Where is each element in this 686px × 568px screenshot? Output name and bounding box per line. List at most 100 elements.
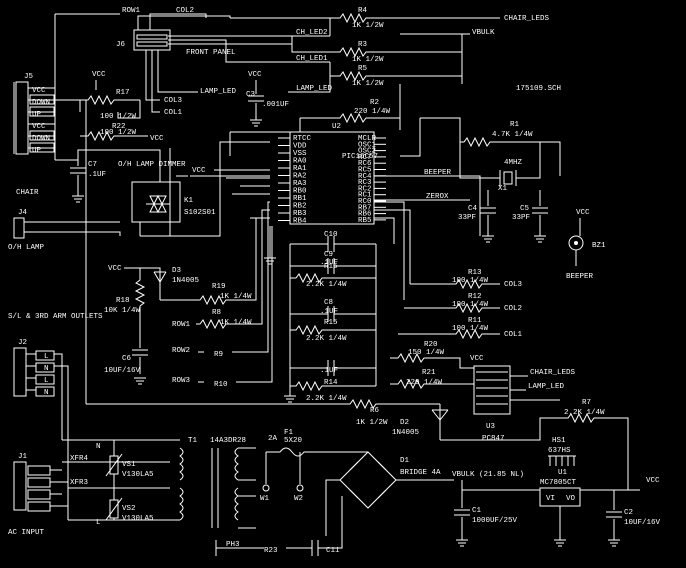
f1-fuse: 2A F1 5X20	[266, 429, 320, 457]
svg-text:R9: R9	[214, 351, 223, 359]
c12: .1UF	[290, 360, 376, 376]
svg-text:33PF: 33PF	[512, 214, 530, 222]
j6-ref: J6	[116, 41, 126, 49]
svg-text:2A: 2A	[268, 435, 278, 443]
hs1-heatsink: HS1 637HS	[548, 437, 576, 466]
u3-optocoupler: U3 PC847 CHAIR_LEDS LAMP_LED	[473, 365, 576, 443]
r17: R17 100 1/2W	[80, 89, 140, 121]
w2-jumper: W2	[294, 452, 304, 503]
r14: R14 2.2K 1/4W	[290, 379, 376, 403]
svg-text:VCC: VCC	[32, 87, 46, 95]
u2-pin-left: RB1	[293, 195, 307, 203]
svg-text:R15: R15	[324, 319, 338, 327]
svg-text:BRIDGE 4A: BRIDGE 4A	[400, 469, 441, 477]
svg-text:XFR3: XFR3	[70, 479, 89, 487]
svg-text:R13: R13	[468, 269, 482, 277]
u2-pin-left: VSS	[293, 150, 307, 158]
c5: C5 33PF	[512, 190, 548, 243]
svg-text:R1: R1	[510, 121, 520, 129]
u2-pin-right: RB7	[358, 204, 372, 212]
vs1-varistor: VS1 V130LA5	[105, 453, 154, 479]
r20: R20 150 1/4W	[390, 341, 474, 369]
u2-pin-right: OSC1	[358, 141, 377, 149]
svg-text:COL3: COL3	[504, 281, 523, 289]
svg-text:VCC: VCC	[576, 209, 590, 217]
svg-text:DOWN: DOWN	[32, 99, 50, 107]
svg-text:W2: W2	[294, 495, 303, 503]
svg-text:C2: C2	[624, 509, 633, 517]
svg-text:R11: R11	[468, 317, 482, 325]
c9: C9 .1UF	[290, 251, 376, 274]
r9: ROW2 R9	[172, 201, 270, 359]
svg-text:1N4005: 1N4005	[392, 429, 420, 437]
svg-text:R10: R10	[214, 381, 228, 389]
svg-text:VCC: VCC	[192, 167, 206, 175]
svg-text:D2: D2	[400, 419, 409, 427]
u2-pin-left: RA0	[293, 158, 307, 166]
svg-text:VCC: VCC	[108, 265, 122, 273]
svg-text:V130LA5: V130LA5	[122, 471, 154, 479]
ph3-r23-c11: PH3 R23 C11	[215, 496, 343, 556]
svg-text:.1UF: .1UF	[320, 367, 338, 375]
svg-text:R6: R6	[370, 407, 380, 415]
svg-text:HS1: HS1	[552, 437, 566, 445]
u2-pin-right: RC5	[358, 167, 372, 175]
svg-text:AC INPUT: AC INPUT	[8, 529, 45, 537]
svg-text:N: N	[44, 365, 49, 373]
d2-diode: D2 1N4005	[392, 404, 449, 440]
s-l-outlets-connector: S/L & 3RD ARM OUTLETS J2 L N L N	[8, 313, 103, 520]
svg-text:R4: R4	[358, 7, 368, 15]
svg-text:.1UF: .1UF	[88, 171, 106, 179]
svg-text:DOWN: DOWN	[32, 135, 50, 143]
vbulk-note: VBULK (21.85 NL)	[452, 471, 524, 479]
svg-text:VCC: VCC	[470, 355, 484, 363]
svg-text:1000UF/25V: 1000UF/25V	[472, 517, 518, 525]
svg-text:J2: J2	[18, 339, 27, 347]
svg-text:150 1/4W: 150 1/4W	[408, 349, 445, 357]
net-ch-led1: CH_LED1	[296, 55, 328, 63]
r19: R19 1K 1/4W	[160, 218, 257, 306]
svg-text:J5: J5	[24, 73, 34, 81]
svg-text:637HS: 637HS	[548, 447, 571, 455]
u2-pin-right: RC2	[358, 185, 372, 193]
u2-pin-left: VDD	[293, 143, 307, 151]
svg-text:U2: U2	[332, 123, 341, 131]
svg-text:W1: W1	[260, 495, 270, 503]
svg-text:VCC: VCC	[32, 123, 46, 131]
svg-text:S102S01: S102S01	[184, 209, 216, 217]
svg-text:R12: R12	[468, 293, 482, 301]
c7: C7 .1UF	[70, 150, 106, 203]
u1-regulator: U1 MC7805CT VI VO VCC	[462, 469, 660, 547]
svg-text:C11: C11	[326, 547, 340, 555]
r8: R8 1K 1/4W ROW1	[172, 209, 270, 330]
r13: R13 100 1/4W COL3	[410, 269, 523, 290]
u2-pin-right: RC7	[358, 154, 372, 162]
net-vbulk-top: VBULK	[472, 29, 495, 37]
svg-text:2.2K 1/4W: 2.2K 1/4W	[306, 395, 347, 403]
svg-text:10UF/16V: 10UF/16V	[624, 519, 661, 527]
svg-text:VS2: VS2	[122, 505, 136, 513]
d3-diode: VCC D3 1N4005	[108, 265, 200, 300]
svg-text:V130LA5: V130LA5	[122, 515, 154, 523]
svg-text:VS1: VS1	[122, 461, 136, 469]
svg-text:PIC16C57: PIC16C57	[342, 153, 378, 161]
u2-pin-right: OSC2	[358, 148, 376, 156]
svg-text:1K 1/4W: 1K 1/4W	[220, 319, 252, 327]
u2-pin-right: RC4	[358, 173, 372, 181]
svg-text:100 1/4W: 100 1/4W	[452, 277, 489, 285]
svg-text:220 1/4W: 220 1/4W	[354, 108, 391, 116]
svg-text:C10: C10	[324, 231, 338, 239]
svg-text:UP: UP	[32, 111, 42, 119]
svg-text:R18: R18	[116, 297, 130, 305]
svg-text:L: L	[96, 519, 101, 527]
svg-text:C1: C1	[472, 507, 482, 515]
svg-text:BEEPER: BEEPER	[566, 273, 594, 281]
r5: R5 1K 1/2W	[330, 65, 462, 88]
svg-text:4.7K 1/4W: 4.7K 1/4W	[492, 131, 533, 139]
svg-text:R22: R22	[112, 123, 126, 131]
svg-text:100 1/4W: 100 1/4W	[452, 325, 489, 333]
j6-label: FRONT PANEL	[186, 49, 236, 57]
svg-text:D1: D1	[400, 457, 410, 465]
